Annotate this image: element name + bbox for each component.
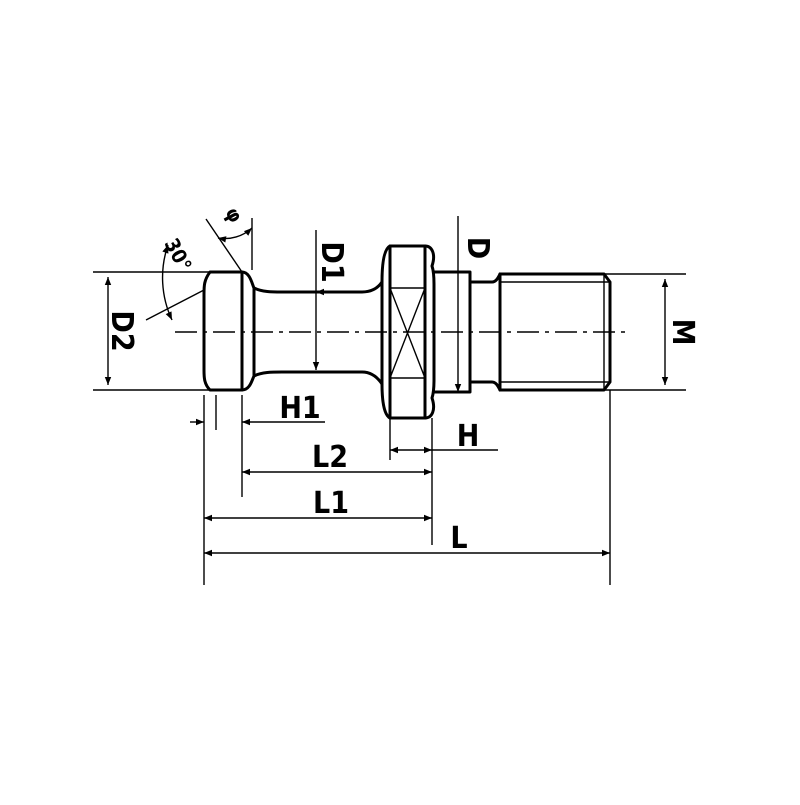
- label-d: D: [460, 237, 495, 259]
- dim-arc-30: [161, 244, 173, 321]
- label-m: M: [665, 319, 700, 346]
- part-outline: [202, 244, 612, 420]
- label-h: H: [457, 419, 480, 454]
- dim-arc-phi: [217, 227, 253, 243]
- label-l: L: [450, 521, 467, 556]
- label-angle-30: 30°: [160, 234, 197, 275]
- label-d2: D2: [104, 310, 139, 351]
- label-angle-phi: φ: [220, 203, 248, 227]
- label-l2: L2: [312, 440, 348, 475]
- dimension-lines: [104, 216, 669, 557]
- label-d1: D1: [314, 241, 349, 282]
- label-l1: L1: [313, 486, 349, 521]
- label-h1: H1: [279, 391, 320, 426]
